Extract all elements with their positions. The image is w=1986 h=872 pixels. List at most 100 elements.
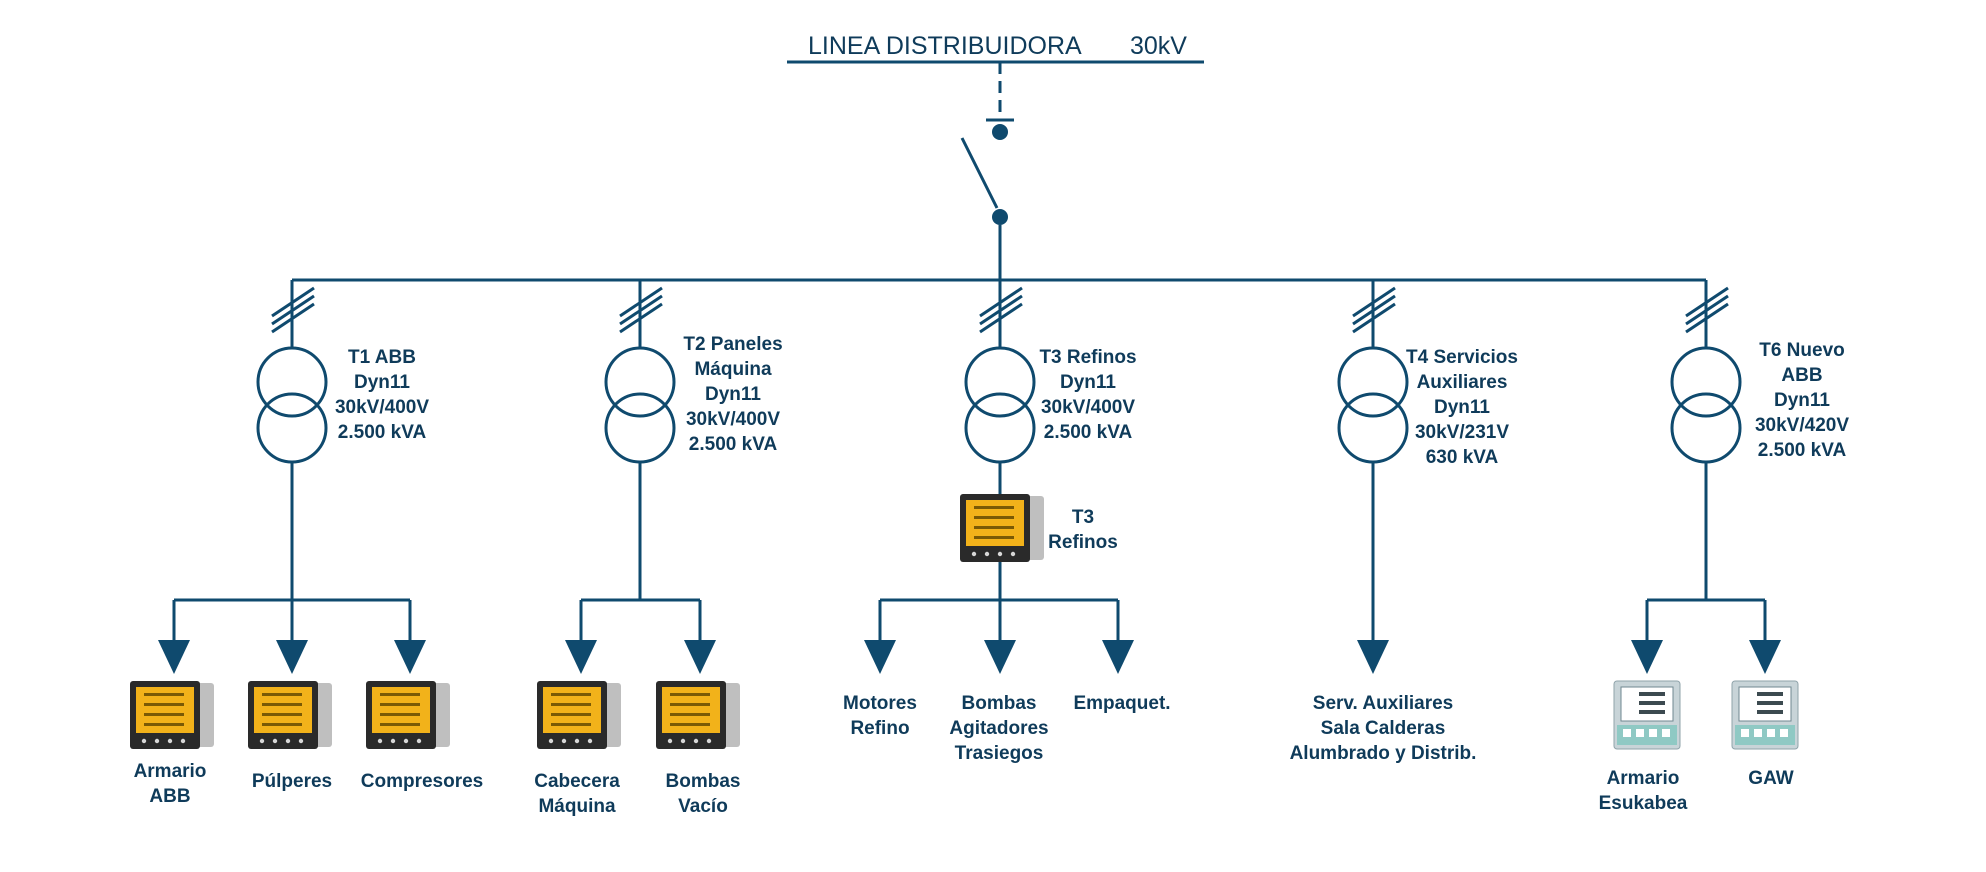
t3-meter-label-line-1: T3 [1072,507,1094,528]
phase-stroke [619,294,663,326]
two-winding-transformer-icon [964,346,1036,464]
phase-stroke [979,294,1023,326]
transformer-primary-winding [604,346,676,418]
t4-load-1-line-2: Sala Calderas [1321,718,1446,739]
t1-load-1-line-1: Armario [134,761,207,782]
t3-transformer-label-line-4: 2.500 kVA [1044,422,1133,443]
meter-digits [670,693,710,696]
phase-stroke [1352,302,1396,334]
t2-load-2-line-1: Bombas [666,771,741,792]
t2-transformer-label-line-4: 30kV/400V [686,409,780,430]
transformer-secondary-winding [1337,392,1409,464]
meter-key [1010,551,1016,557]
t1-transformer-label-line-1: T1 ABB [348,347,416,368]
two-winding-transformer-icon [1337,346,1409,464]
meter-digits [144,703,184,706]
meter-digits [551,693,591,696]
t3-load-arrow-icon [984,640,1016,674]
t6-load-2-line-1: GAW [1748,768,1793,789]
meter-key [706,738,712,744]
meter-key [1780,729,1788,737]
meter-key [587,738,593,744]
t1-load-1-line-2: ABB [149,786,190,807]
t3-transformer-label-line-3: 30kV/400V [1041,397,1135,418]
meter-key [1649,729,1657,737]
t6-load-1-line-1: Armario [1607,768,1680,789]
meter-key [1623,729,1631,737]
two-winding-transformer-icon [604,346,676,464]
meter-digits [551,723,591,726]
t2-load-1-line-2: Máquina [538,796,615,817]
t3-load-3-line-1: Empaquet. [1073,693,1170,714]
t6-transformer-label-line-1: T6 Nuevo [1759,340,1845,361]
meter-digits [974,536,1014,539]
t6-load-arrow-icon [1749,640,1781,674]
breaker-bottom-contact [992,209,1008,225]
phase-stroke [979,286,1023,318]
two-winding-transformer-icon [256,346,328,464]
t4-load-arrow-icon [1357,640,1389,674]
t3-load-2-line-3: Trasiegos [955,743,1044,764]
meter-digits [670,713,710,716]
t3-load-arrow-icon [864,640,896,674]
transformer-secondary-winding [256,392,328,464]
t3-load-1-line-2: Refino [850,718,909,739]
meter-digits [1639,701,1665,705]
t2-transformer-label-line-1: T2 Paneles [683,334,782,355]
t2-transformer-label-line-3: Dyn11 [705,384,761,405]
meter-key [141,738,147,744]
t2-load-arrow-icon [565,640,597,674]
power-analyzer-meter-icon [130,681,214,749]
t1-transformer-label-line-3: 30kV/400V [335,397,429,418]
t1-transformer-label-line-2: Dyn11 [354,372,410,393]
meter-digits [1757,692,1783,696]
multifunction-meter-icon [1731,680,1799,750]
three-phase-marker-icon [619,286,663,334]
power-analyzer-meter-icon [960,494,1044,562]
t4-transformer-label-line-5: 630 kVA [1426,447,1499,468]
t6-transformer-label-line-5: 2.500 kVA [1758,440,1847,461]
meter-key [693,738,699,744]
t6-transformer-label-line-2: ABB [1781,365,1822,386]
t2-transformer-label-line-2: Máquina [694,359,771,380]
phase-stroke [271,302,315,334]
meter-digits [1639,710,1665,714]
meter-digits [1639,692,1665,696]
meter-key [1741,729,1749,737]
three-phase-marker-icon [1352,286,1396,334]
phase-stroke [1352,286,1396,318]
t2-transformer-label-line-5: 2.500 kVA [689,434,778,455]
t6-transformer-label-line-3: Dyn11 [1774,390,1830,411]
transformer-primary-winding [1670,346,1742,418]
phase-stroke [979,302,1023,334]
meter-digits [380,703,420,706]
meter-key [548,738,554,744]
meter-key [1662,729,1670,737]
power-analyzer-meter-icon [366,681,450,749]
three-phase-marker-icon [979,286,1023,334]
t3-load-2-line-2: Agitadores [949,718,1048,739]
meter-digits [670,723,710,726]
t1-load-arrow-icon [394,640,426,674]
meter-key [1636,729,1644,737]
breaker-blade [960,137,999,209]
meter-key [667,738,673,744]
two-winding-transformer-icon [1670,346,1742,464]
t1-transformer-label-line-4: 2.500 kVA [338,422,427,443]
transformer-secondary-winding [1670,392,1742,464]
t2-load-arrow-icon [684,640,716,674]
t1-load-arrow-icon [158,640,190,674]
t1-load-3-line-1: Compresores [361,771,484,792]
phase-stroke [1685,302,1729,334]
meter-key [390,738,396,744]
power-analyzer-meter-icon [537,681,621,749]
multifunction-meter-icon [1613,680,1681,750]
phase-stroke [1352,294,1396,326]
meter-key [167,738,173,744]
meter-digits [551,713,591,716]
meter-digits [551,703,591,706]
meter-key [574,738,580,744]
meter-digits [1757,701,1783,705]
main-line-title: LINEA DISTRIBUIDORA [808,32,1082,60]
